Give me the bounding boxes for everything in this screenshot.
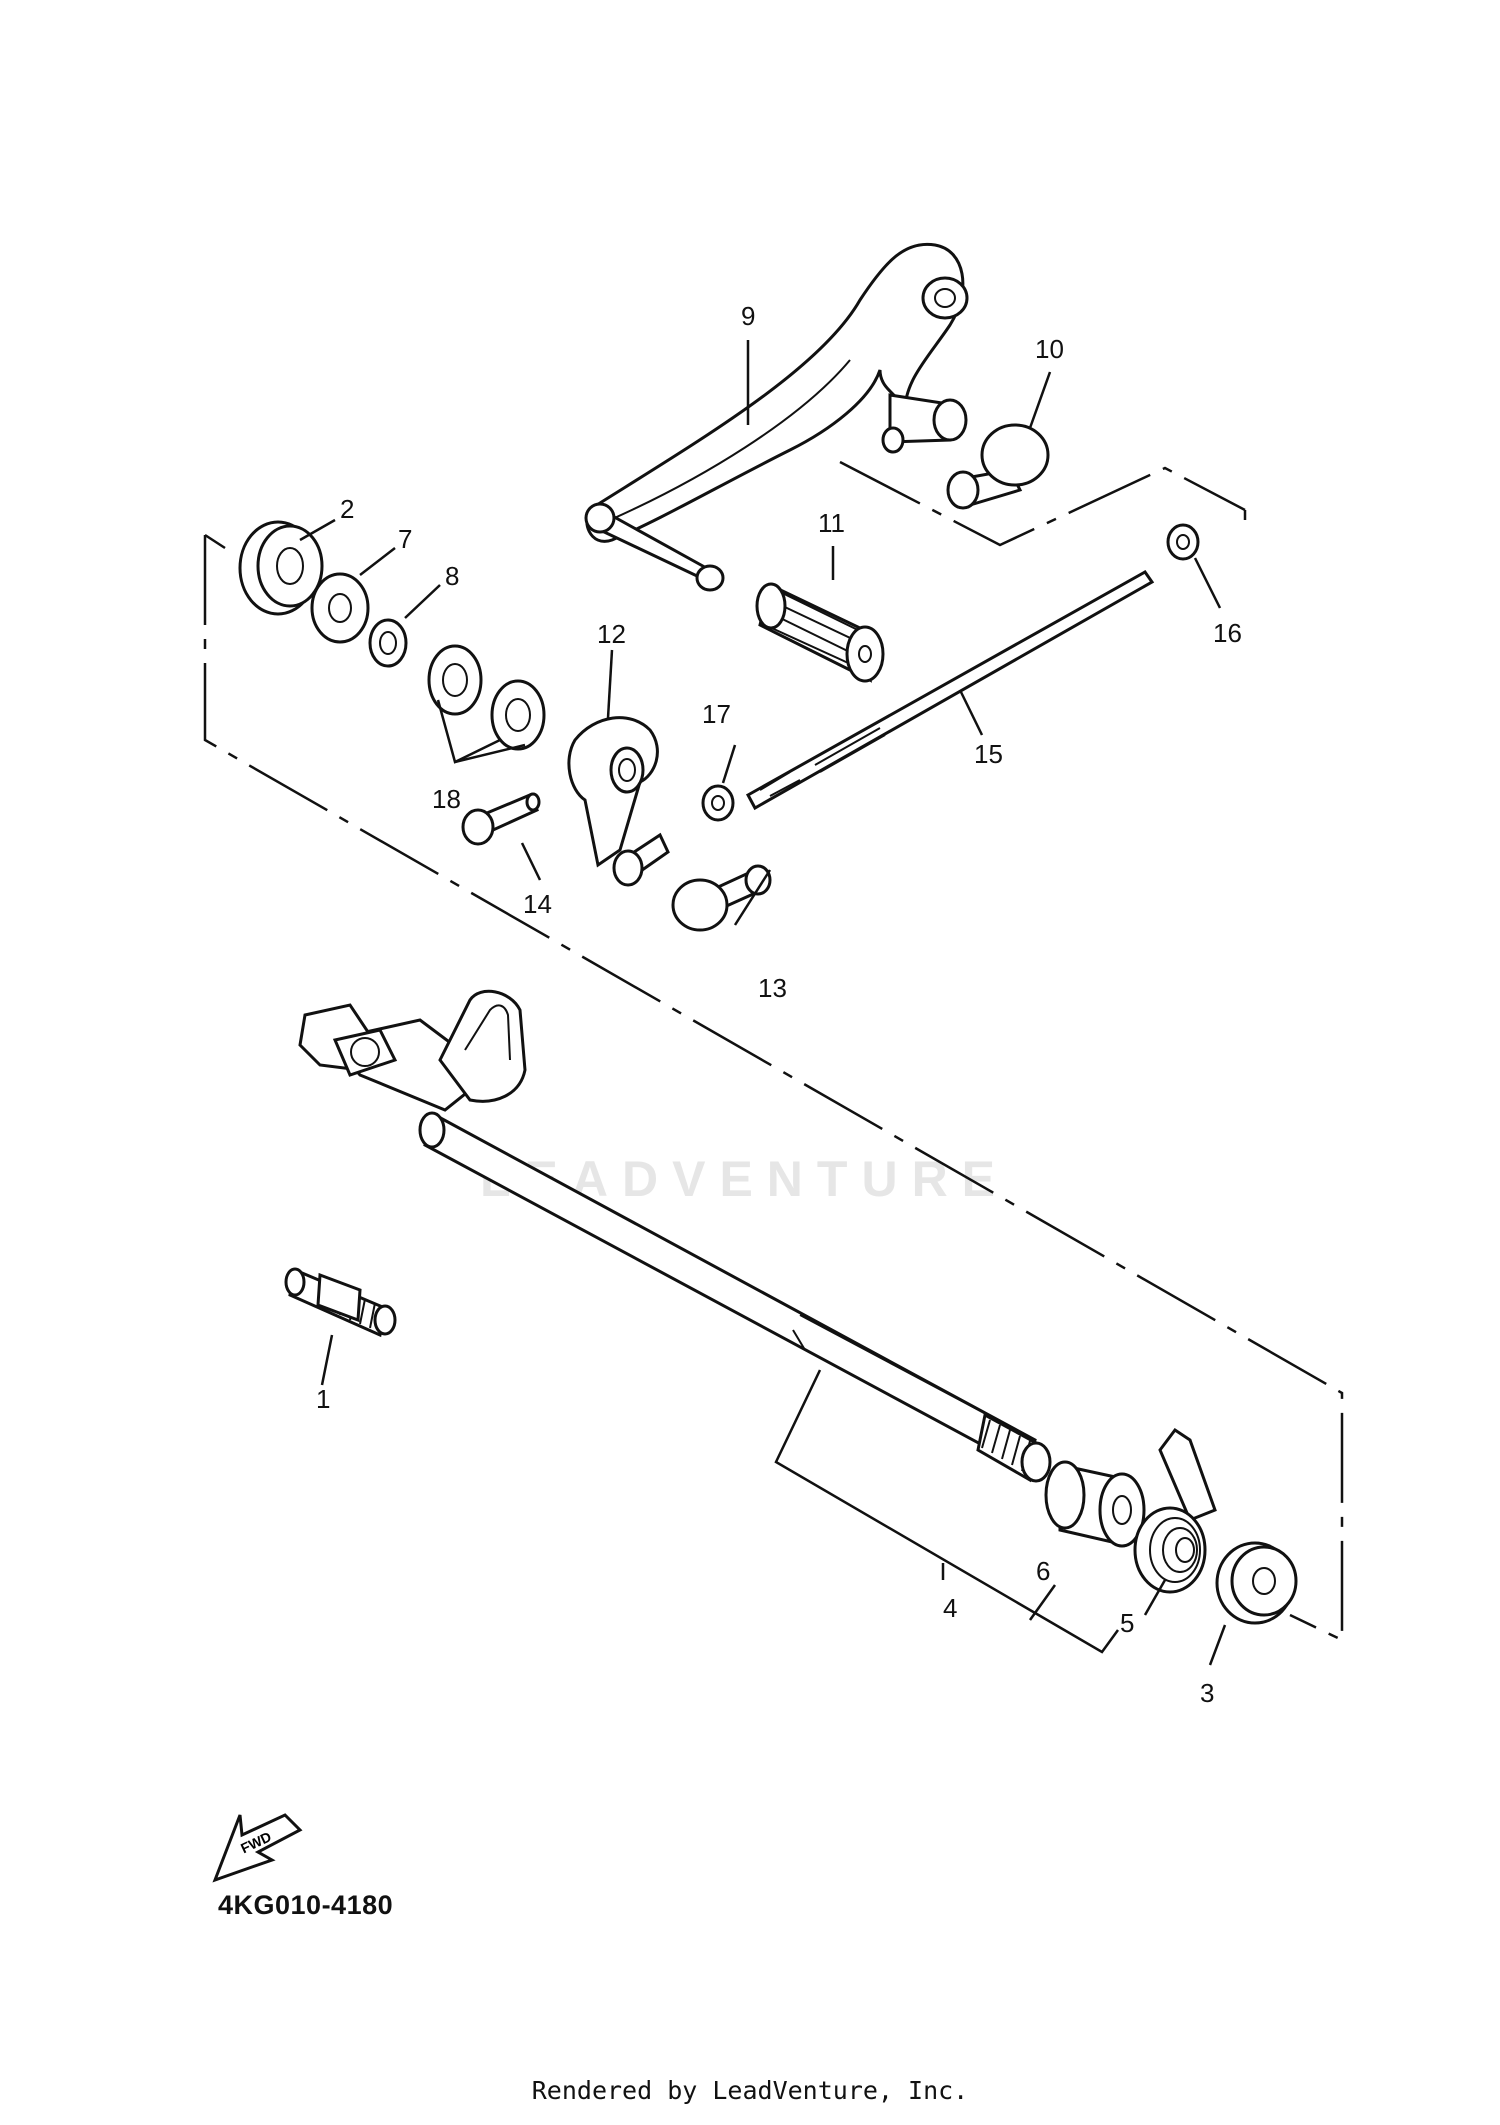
callout-11[interactable]: 11 bbox=[818, 508, 845, 538]
shift-pedal-part[interactable] bbox=[584, 242, 969, 592]
leader-lines bbox=[299, 340, 1227, 1666]
assembly-boundary bbox=[203, 460, 1344, 1642]
callout-17[interactable]: 17 bbox=[702, 699, 731, 729]
callout-5[interactable]: 5 bbox=[1120, 1608, 1134, 1638]
callout-16[interactable]: 16 bbox=[1213, 618, 1242, 648]
callout-9[interactable]: 9 bbox=[741, 301, 755, 331]
render-credit: Rendered by LeadVenture, Inc. bbox=[531, 2076, 969, 2105]
bearing-part-18a[interactable] bbox=[427, 644, 483, 716]
torsion-spring-part-5[interactable] bbox=[1133, 1427, 1217, 1594]
callout-12[interactable]: 12 bbox=[597, 619, 626, 649]
shift-rod-part-15[interactable] bbox=[745, 570, 1155, 811]
callout-10[interactable]: 10 bbox=[1035, 334, 1064, 364]
callout-18[interactable]: 18 bbox=[432, 784, 461, 814]
rod-end-part-10[interactable] bbox=[946, 423, 1050, 510]
callout-7[interactable]: 7 bbox=[398, 524, 412, 554]
rod-end-part-13[interactable] bbox=[612, 832, 772, 932]
callout-2[interactable]: 2 bbox=[340, 494, 354, 524]
callout-8[interactable]: 8 bbox=[445, 561, 459, 591]
nut-part-17[interactable] bbox=[701, 784, 735, 822]
callout-3[interactable]: 3 bbox=[1200, 1678, 1214, 1708]
collar-part-6[interactable] bbox=[1044, 1460, 1146, 1548]
callout-14[interactable]: 14 bbox=[523, 889, 552, 919]
bolt-part-14[interactable] bbox=[461, 792, 541, 846]
foot-peg-rubber-part[interactable] bbox=[755, 582, 885, 683]
callout-numbers: 1 2 3 4 5 6 7 8 9 10 11 12 13 14 15 16 1… bbox=[316, 301, 1242, 1708]
bearing-part-18b[interactable] bbox=[490, 679, 546, 751]
nut-part-16[interactable] bbox=[1166, 523, 1200, 561]
callout-13[interactable]: 13 bbox=[758, 973, 787, 1003]
callout-15[interactable]: 15 bbox=[974, 739, 1003, 769]
shift-arm-part-12[interactable] bbox=[567, 716, 659, 868]
shift-shaft-part-4[interactable] bbox=[298, 989, 1052, 1483]
oil-seal-part-2[interactable] bbox=[238, 520, 324, 616]
stud-bolt-part-1[interactable] bbox=[284, 1267, 397, 1338]
diagram-code: 4KG010-4180 bbox=[218, 1890, 394, 1920]
circlip-part-8[interactable] bbox=[368, 618, 408, 668]
callout-1[interactable]: 1 bbox=[316, 1384, 330, 1414]
washer-part-7[interactable] bbox=[310, 572, 370, 644]
callout-6[interactable]: 6 bbox=[1036, 1556, 1050, 1586]
forward-arrow-icon: FWD bbox=[212, 1813, 303, 1883]
washer-part-3[interactable] bbox=[1215, 1541, 1298, 1625]
callout-4[interactable]: 4 bbox=[943, 1593, 957, 1623]
